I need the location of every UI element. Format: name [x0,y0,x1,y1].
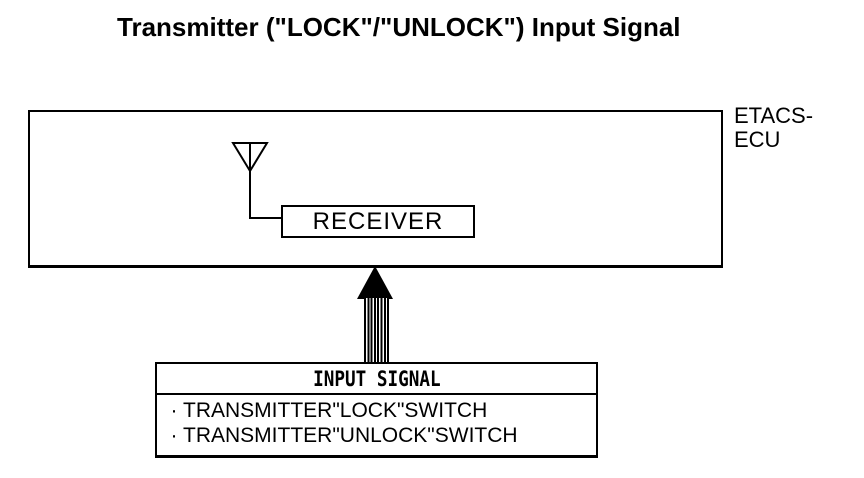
bullet-dot-icon: · [170,423,178,447]
list-item: · TRANSMITTER"UNLOCK"SWITCH [165,423,596,448]
bullet-dot-icon: · [170,398,178,422]
etacs-ecu-box [28,110,723,268]
input-signal-header: INPUT SIGNAL [157,364,596,395]
list-item-label: TRANSMITTER"LOCK"SWITCH [183,398,488,422]
list-item-label: TRANSMITTER"UNLOCK"SWITCH [183,423,518,447]
etacs-ecu-label: ETACS- ECU [734,104,813,152]
up-arrow-icon [357,266,393,299]
antenna-icon [231,142,284,219]
receiver-label: RECEIVER [312,207,444,235]
arrow-shaft [364,298,389,362]
input-signal-header-label: INPUT SIGNAL [312,366,441,391]
receiver-box: RECEIVER [281,205,475,238]
etacs-ecu-label-line2: ECU [734,127,781,152]
input-signal-list: · TRANSMITTER"LOCK"SWITCH · TRANSMITTER"… [157,395,596,448]
etacs-ecu-label-line1: ETACS- [734,103,814,128]
page-title: Transmitter ("LOCK"/"UNLOCK") Input Sign… [117,12,681,42]
list-item: · TRANSMITTER"LOCK"SWITCH [165,398,596,423]
input-signal-box: INPUT SIGNAL · TRANSMITTER"LOCK"SWITCH ·… [155,362,598,458]
